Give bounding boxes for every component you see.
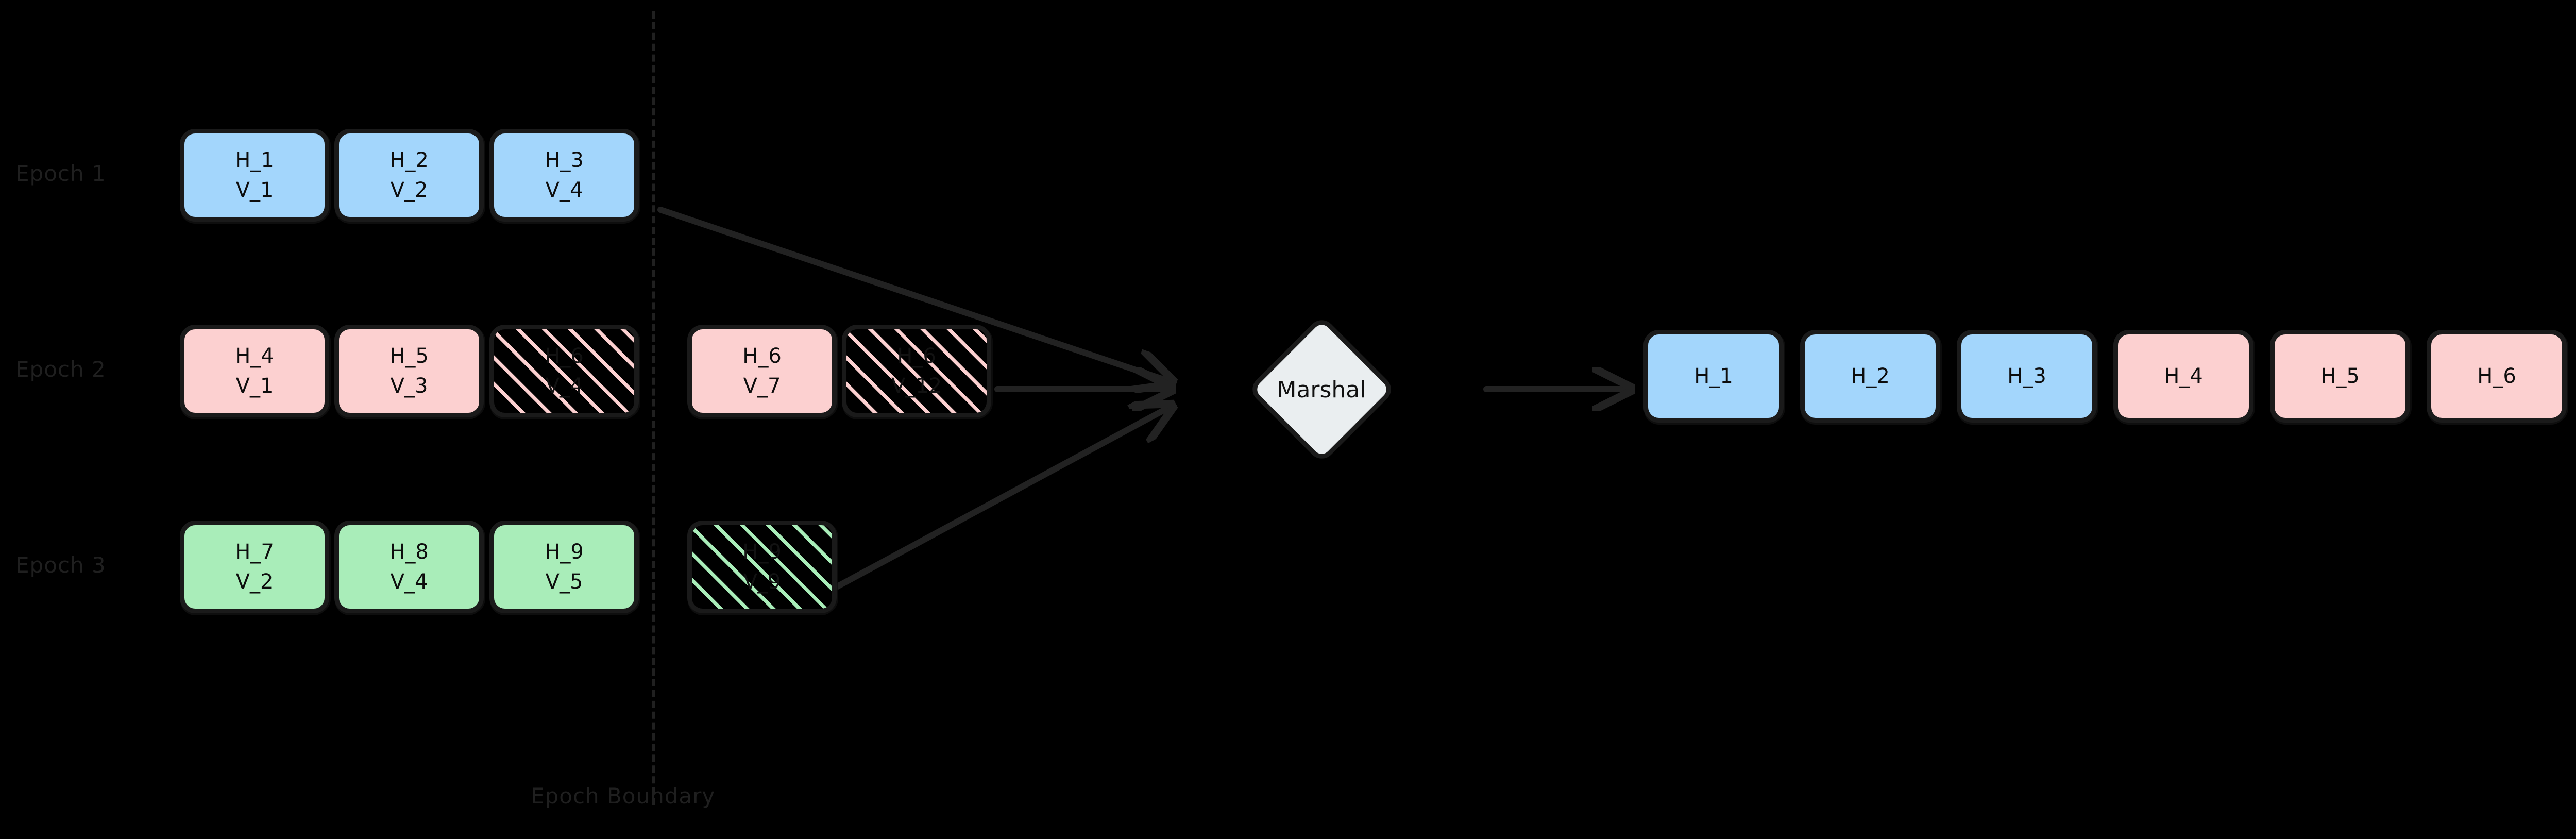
marshal-node-label: Marshal [1277,377,1366,403]
node-hash-label: H_4 [2164,364,2203,388]
epoch-label-1: Epoch 1 [15,161,106,186]
node-hash-label: H_5 [2320,364,2360,388]
node-version-label: V_1 [235,374,274,398]
node-hash-label: H_3 [545,148,584,172]
output-node-5[interactable]: H_5 [2270,330,2410,423]
node-version-label: V_1 [235,178,274,202]
output-node-3[interactable]: H_3 [1957,330,2097,423]
edge-epoch3-to-marshal [829,407,1170,592]
node-version-label: V_12 [891,374,942,398]
node-hash-label: H_1 [1694,364,1733,388]
output-node-2[interactable]: H_2 [1800,330,1940,423]
node-hash-label: H_6 [742,344,782,368]
node-hash-label: H_9 [545,540,584,564]
node-hash-label: H_8 [389,540,429,564]
node-hash-label: H_9 [742,540,782,564]
epoch-label-3: Epoch 3 [15,552,106,578]
output-node-4[interactable]: H_4 [2113,330,2253,423]
node-version-label: V_4 [545,374,583,398]
node-version-label: V_7 [743,374,781,398]
node-hash-label: H_3 [2007,364,2046,388]
node-hash-label: H_4 [235,344,274,368]
node-hash-label: H_6 [897,344,936,368]
node-hash-label: H_5 [389,344,429,368]
epoch-boundary-line [652,11,655,805]
node-version-label: V_5 [545,570,583,594]
node-version-label: V_9 [743,570,781,594]
node-version-label: V_4 [390,570,428,594]
node-hash-label: H_2 [1851,364,1890,388]
node-hash-label: H_6 [545,344,584,368]
node-version-label: V_3 [390,374,428,398]
output-node-1[interactable]: H_1 [1643,330,1784,423]
node-version-label: V_4 [545,178,583,202]
output-node-6[interactable]: H_6 [2427,330,2567,423]
node-hash-label: H_1 [235,148,274,172]
node-version-label: V_2 [235,570,274,594]
node-hash-label: H_7 [235,540,274,564]
node-version-label: V_2 [390,178,428,202]
epoch-label-2: Epoch 2 [15,357,106,382]
node-hash-label: H_2 [389,148,429,172]
node-hash-label: H_6 [2477,364,2516,388]
epoch-boundary-label: Epoch Boundary [531,783,716,809]
